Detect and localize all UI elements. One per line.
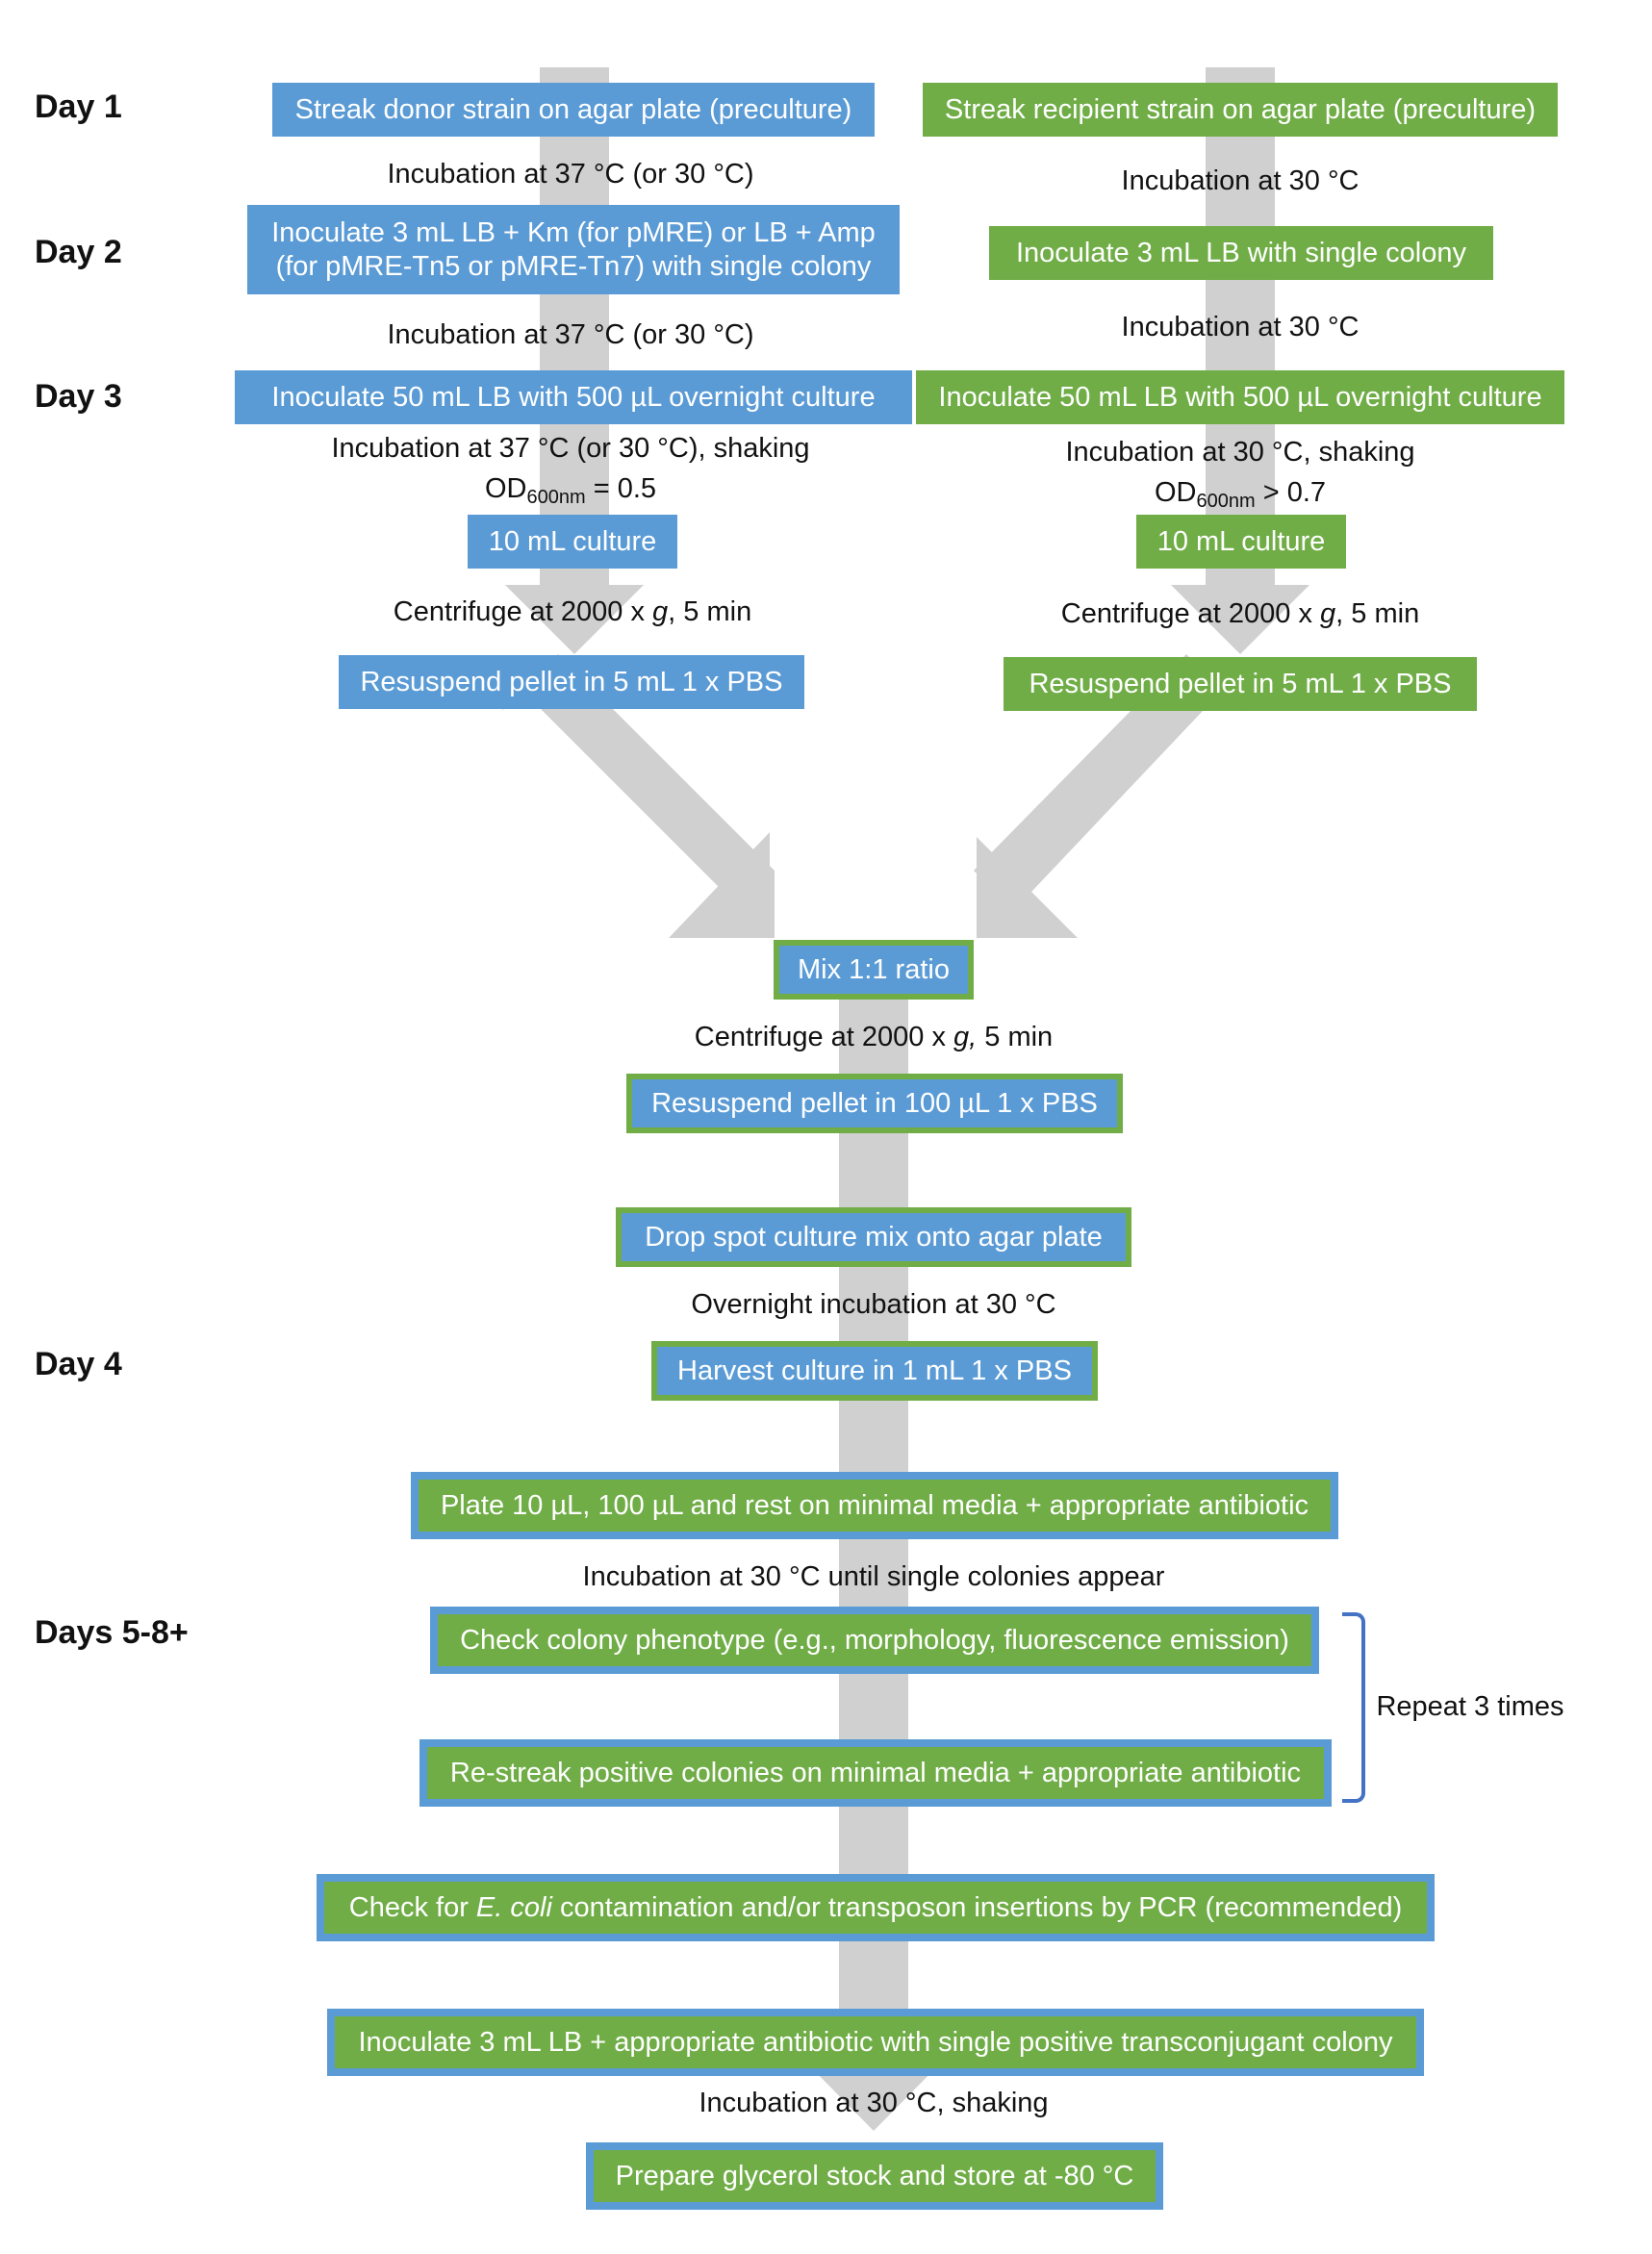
- restreak-box: Re-streak positive colonies on minimal m…: [419, 1739, 1332, 1807]
- donor-culture-box: 10 mL culture: [468, 515, 677, 569]
- glycerol-box: Prepare glycerol stock and store at -80 …: [586, 2142, 1163, 2210]
- repeat-bracket: [1342, 1612, 1365, 1803]
- overnight-incubation-label: Overnight incubation at 30 °C: [691, 1289, 1056, 1320]
- donor-inoculate-box: Inoculate 3 mL LB + Km (for pMRE) or LB …: [247, 205, 900, 294]
- merged-centrifuge-g: g,: [953, 1022, 978, 1052]
- donor-resuspend-box: Resuspend pellet in 5 mL 1 x PBS: [339, 655, 804, 709]
- donor-inoculate-line2: (for pMRE-Tn5 or pMRE-Tn7) with single c…: [275, 250, 872, 282]
- check-phenotype-box: Check colony phenotype (e.g., morphology…: [430, 1607, 1319, 1674]
- check-pcr-ecoli: E. coli: [475, 1891, 552, 1923]
- merged-centrifuge-pre: Centrifuge at 2000 x: [694, 1022, 954, 1052]
- recipient-incubation-1: Incubation at 30 °C: [1121, 165, 1360, 196]
- check-pcr-box: Check for E. coli contamination and/or t…: [317, 1874, 1435, 1941]
- donor-centrifuge-post: , 5 min: [668, 596, 752, 627]
- recipient-od-label: OD600nm > 0.7: [1155, 475, 1326, 514]
- repeat-label: Repeat 3 times: [1376, 1691, 1564, 1722]
- recipient-centrifuge-label: Centrifuge at 2000 x g, 5 min: [1061, 596, 1419, 633]
- inoculate-final-box: Inoculate 3 mL LB + appropriate antibiot…: [327, 2009, 1424, 2076]
- mix-ratio-box: Mix 1:1 ratio: [774, 940, 974, 1000]
- recipient-od-sub: 600nm: [1196, 491, 1256, 512]
- day-3-label: Day 3: [35, 378, 122, 415]
- donor-od-sub: 600nm: [526, 487, 586, 508]
- donor-centrifuge-label: Centrifuge at 2000 x g, 5 min: [394, 595, 751, 631]
- check-pcr-pre: Check for: [348, 1891, 476, 1923]
- plate-box: Plate 10 µL, 100 µL and rest on minimal …: [411, 1472, 1338, 1539]
- recipient-od-value: > 0.7: [1255, 477, 1327, 508]
- recipient-centrifuge-post: , 5 min: [1335, 598, 1420, 629]
- recipient-od-prefix: OD: [1154, 477, 1197, 508]
- donor-inoculate-line1: Inoculate 3 mL LB + Km (for pMRE) or LB …: [271, 216, 876, 248]
- donor-od-prefix: OD: [484, 473, 527, 504]
- recipient-merge-arrowhead: [977, 837, 1078, 938]
- recipient-merge-arrow: [974, 654, 1244, 909]
- resuspend-100-box: Resuspend pellet in 100 µL 1 x PBS: [626, 1074, 1123, 1133]
- recipient-incubation-2: Incubation at 30 °C: [1121, 312, 1360, 342]
- donor-streak-box: Streak donor strain on agar plate (precu…: [272, 83, 875, 137]
- recipient-incubation-3: Incubation at 30 °C, shaking: [1065, 437, 1415, 468]
- donor-incubation-3: Incubation at 37 °C (or 30 °C), shaking: [331, 433, 810, 464]
- central-flow-arrow: [804, 962, 943, 2131]
- recipient-inoculate-box: Inoculate 3 mL LB with single colony: [989, 226, 1493, 280]
- recipient-inoculate-50-box: Inoculate 50 mL LB with 500 µL overnight…: [916, 370, 1564, 424]
- check-pcr-post: contamination and/or transposon insertio…: [551, 1891, 1403, 1923]
- final-incubation-label: Incubation at 30 °C, shaking: [699, 2088, 1049, 2118]
- donor-incubation-2: Incubation at 37 °C (or 30 °C): [387, 319, 754, 350]
- day-1-label: Day 1: [35, 89, 122, 125]
- harvest-box: Harvest culture in 1 mL 1 x PBS: [651, 1341, 1098, 1401]
- day-2-label: Day 2: [35, 234, 122, 270]
- days-5-8-label: Days 5-8+: [35, 1614, 189, 1651]
- donor-merge-arrow: [500, 654, 775, 938]
- recipient-centrifuge-g: g: [1320, 598, 1336, 629]
- recipient-centrifuge-pre: Centrifuge at 2000 x: [1060, 598, 1321, 629]
- recipient-streak-box: Streak recipient strain on agar plate (p…: [923, 83, 1558, 137]
- donor-od-label: OD600nm = 0.5: [485, 471, 656, 510]
- donor-incubation-1: Incubation at 37 °C (or 30 °C): [387, 159, 754, 190]
- colonies-incubation-label: Incubation at 30 °C until single colonie…: [582, 1561, 1165, 1592]
- recipient-culture-box: 10 mL culture: [1136, 515, 1346, 569]
- donor-inoculate-50-box: Inoculate 50 mL LB with 500 µL overnight…: [235, 370, 912, 424]
- recipient-resuspend-box: Resuspend pellet in 5 mL 1 x PBS: [1004, 657, 1477, 711]
- day-4-label: Day 4: [35, 1346, 122, 1382]
- recipient-flow-arrow: [1171, 67, 1309, 654]
- donor-merge-arrowhead: [669, 832, 770, 938]
- drop-spot-box: Drop spot culture mix onto agar plate: [616, 1207, 1131, 1267]
- donor-centrifuge-pre: Centrifuge at 2000 x: [393, 596, 653, 627]
- donor-centrifuge-g: g: [652, 596, 669, 627]
- merged-centrifuge-post: 5 min: [977, 1022, 1054, 1052]
- donor-od-value: = 0.5: [585, 473, 657, 504]
- merged-centrifuge-label: Centrifuge at 2000 x g, 5 min: [695, 1020, 1053, 1056]
